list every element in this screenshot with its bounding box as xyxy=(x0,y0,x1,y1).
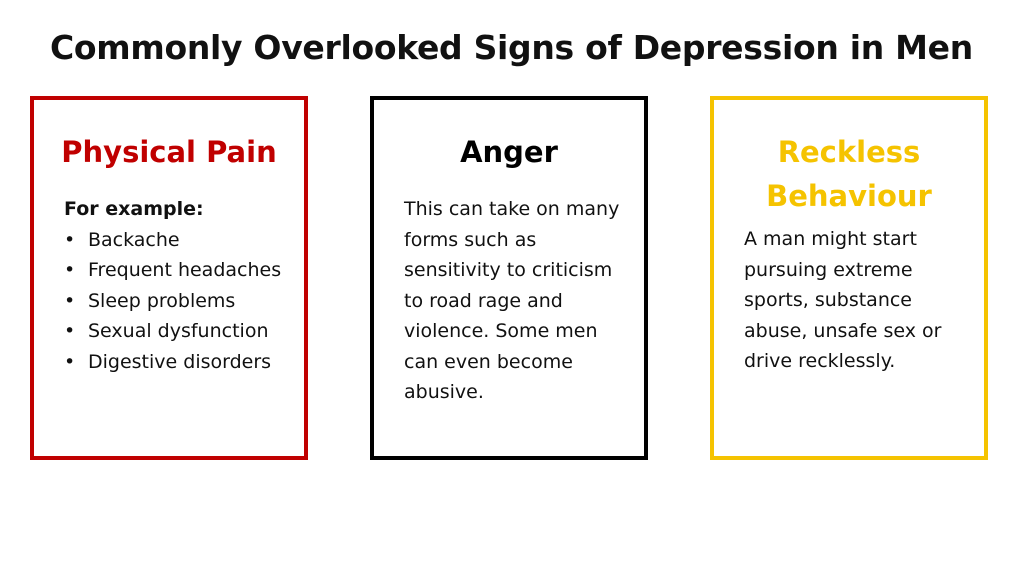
card-body: A man might start pursuing extreme sport… xyxy=(744,228,942,373)
slide-title: Commonly Overlooked Signs of Depression … xyxy=(50,28,973,67)
card-heading: Reckless Behaviour xyxy=(766,135,932,214)
bullet-item: Sexual dysfunction xyxy=(64,316,290,347)
card-physical-pain: Physical Pain For example: Backache Freq… xyxy=(30,96,308,460)
card-intro: For example: xyxy=(64,198,204,221)
card-anger: Anger This can take on many forms such a… xyxy=(370,96,648,460)
card-body: For example: Backache Frequent headaches… xyxy=(34,194,304,377)
card-heading: Anger xyxy=(460,135,558,169)
bullet-item: Digestive disorders xyxy=(64,347,290,378)
card-reckless-behaviour: Reckless Behaviour A man might start pur… xyxy=(710,96,988,460)
bullet-item: Frequent headaches xyxy=(64,255,290,286)
bullet-list: Backache Frequent headaches Sleep proble… xyxy=(64,225,290,378)
bullet-item: Sleep problems xyxy=(64,286,290,317)
bullet-item: Backache xyxy=(64,225,290,256)
card-heading: Physical Pain xyxy=(61,135,277,169)
card-body: This can take on many forms such as sens… xyxy=(404,198,620,404)
